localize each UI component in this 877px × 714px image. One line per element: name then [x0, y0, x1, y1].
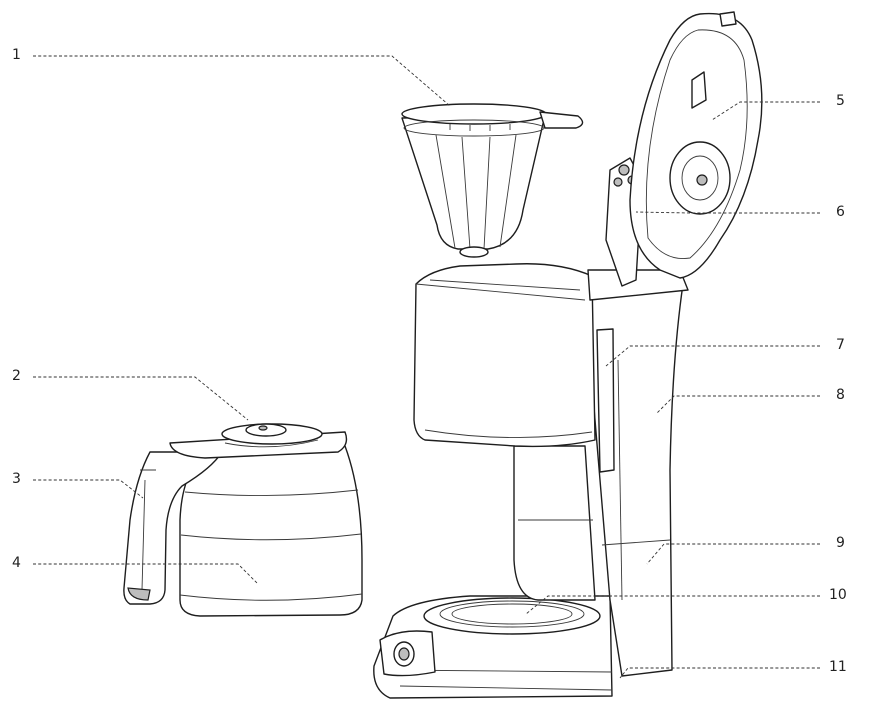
callout-8: 8 [836, 387, 845, 403]
leader-2 [33, 376, 249, 421]
carafe [123, 423, 363, 617]
callout-5: 5 [836, 93, 845, 109]
coffee-machine [373, 11, 763, 699]
callout-10: 10 [829, 587, 847, 603]
leader-7 [605, 345, 820, 367]
callout-11: 11 [829, 659, 847, 675]
callout-1: 1 [12, 47, 21, 63]
callout-7: 7 [836, 337, 845, 353]
leader-6 [635, 211, 820, 214]
leader-9 [646, 543, 820, 565]
callout-4: 4 [12, 555, 21, 571]
callout-2: 2 [12, 368, 21, 384]
callout-9: 9 [836, 535, 845, 551]
leader-11 [619, 667, 820, 679]
leader-3 [33, 479, 144, 499]
callout-6: 6 [836, 204, 845, 220]
filter-basket [401, 103, 584, 258]
callout-3: 3 [12, 471, 21, 487]
leader-10 [525, 595, 820, 615]
leader-5 [711, 101, 820, 121]
leader-4 [33, 563, 259, 585]
leader-8 [655, 395, 820, 415]
leader-lines [33, 55, 820, 679]
leader-1 [33, 55, 451, 107]
